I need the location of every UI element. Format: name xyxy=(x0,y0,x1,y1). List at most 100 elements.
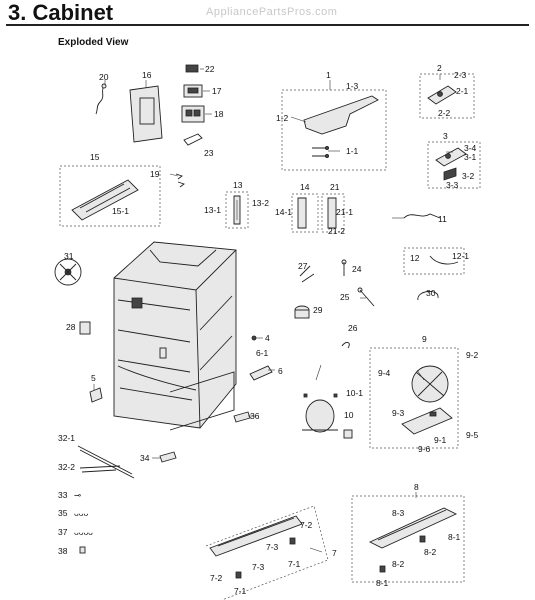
part-7-cover xyxy=(209,515,303,579)
callout-25: 25 xyxy=(340,292,350,302)
watermark: AppliancePartsPros.com xyxy=(206,6,338,18)
callout-9: 9 xyxy=(422,334,427,344)
callout-7-1a: 7-1 xyxy=(288,559,301,569)
section-subtitle: Exploded View xyxy=(58,37,129,48)
callout-9-2: 9-2 xyxy=(466,350,479,360)
callout-14-1: 14-1 xyxy=(275,207,292,217)
title-rule xyxy=(6,24,529,26)
part-14 xyxy=(297,197,307,229)
part-2-hinge xyxy=(427,85,457,105)
callout-28: 28 xyxy=(66,322,76,332)
callout-24: 24 xyxy=(352,264,362,274)
callout-5: 5 xyxy=(91,373,96,383)
callout-6-1: 6-1 xyxy=(256,348,269,358)
callout-9-1: 9-1 xyxy=(434,435,447,445)
callout-15-1: 15-1 xyxy=(112,206,129,216)
callout-9-6: 9-6 xyxy=(418,444,431,454)
part-32-2 xyxy=(79,465,121,473)
callout-2: 2 xyxy=(437,63,442,73)
part-38 xyxy=(79,546,86,554)
callout-26: 26 xyxy=(348,323,358,333)
callout-19: 19 xyxy=(150,169,160,179)
callout-13: 13 xyxy=(233,180,243,190)
part-15-filter xyxy=(71,179,139,221)
part-3-hinge xyxy=(435,147,467,181)
callout-20: 20 xyxy=(99,72,109,82)
callout-13-2: 13-2 xyxy=(252,198,269,208)
part-20-wire xyxy=(95,83,107,115)
part-6-bracket xyxy=(249,365,273,381)
callout-3-4: 3-4 xyxy=(464,143,477,153)
svg-text:ᴗᴗᴗᴗ: ᴗᴗᴗᴗ xyxy=(74,527,93,537)
part-29 xyxy=(294,305,310,319)
callout-21-2: 21-2 xyxy=(328,226,345,236)
callout-21-1: 21-1 xyxy=(336,207,353,217)
callout-18: 18 xyxy=(214,109,224,119)
callout-12-1: 12-1 xyxy=(452,251,469,261)
callout-8-1a: 8-1 xyxy=(448,532,461,542)
leader-lines xyxy=(93,68,453,553)
part-8-cover xyxy=(368,507,458,573)
callout-36: 36 xyxy=(250,411,260,421)
callout-7: 7 xyxy=(332,548,337,558)
callout-3-3: 3-3 xyxy=(446,180,459,190)
callout-8-2b: 8-2 xyxy=(392,559,405,569)
callout-13-1: 13-1 xyxy=(204,205,221,215)
callout-7-3a: 7-3 xyxy=(266,542,279,552)
svg-text:⊸: ⊸ xyxy=(74,490,82,500)
callout-9-3: 9-3 xyxy=(392,408,405,418)
callout-30: 30 xyxy=(426,288,436,298)
part-18 xyxy=(181,105,205,123)
callout-2-2: 2-2 xyxy=(438,108,451,118)
callout-6: 6 xyxy=(278,366,283,376)
callout-16: 16 xyxy=(142,70,152,80)
part-13 xyxy=(233,195,241,225)
callout-8-2a: 8-2 xyxy=(424,547,437,557)
part-24 xyxy=(341,259,347,276)
part-10-compressor xyxy=(302,393,353,439)
callout-1: 1 xyxy=(326,70,331,80)
callout-21: 21 xyxy=(330,182,340,192)
part-25 xyxy=(357,287,375,307)
callout-12: 12 xyxy=(410,253,420,263)
callout-37: 37 xyxy=(58,527,68,537)
callout-17: 17 xyxy=(212,86,222,96)
callout-3: 3 xyxy=(443,131,448,141)
callout-32-2: 32-2 xyxy=(58,462,75,472)
part-35: ᴗᴗᴗ xyxy=(74,508,88,518)
part-28 xyxy=(79,321,91,335)
callout-8: 8 xyxy=(414,482,419,492)
callout-10: 10 xyxy=(344,410,354,420)
part-16-panel xyxy=(129,80,163,143)
part-36 xyxy=(233,411,251,423)
part-26 xyxy=(341,341,350,349)
callout-34: 34 xyxy=(140,453,150,463)
part-12 xyxy=(403,247,465,275)
callout-33: 33 xyxy=(58,490,68,500)
part-22 xyxy=(185,64,199,73)
part-37: ᴗᴗᴗᴗ xyxy=(74,527,93,537)
callout-1-1: 1-1 xyxy=(346,146,359,156)
callout-32-1: 32-1 xyxy=(58,433,75,443)
part-32-1-rail xyxy=(77,445,135,479)
callout-2-1: 2-1 xyxy=(456,86,469,96)
part-27 xyxy=(299,265,315,283)
callout-9-5: 9-5 xyxy=(466,430,479,440)
callout-1-2: 1-2 xyxy=(276,113,289,123)
part-9-assembly xyxy=(401,365,453,435)
part-4 xyxy=(251,335,257,341)
cabinet-body xyxy=(113,241,237,431)
callout-7-3b: 7-3 xyxy=(252,562,265,572)
part-19-clips xyxy=(175,173,185,188)
callout-1-3: 1-3 xyxy=(346,81,359,91)
callout-14: 14 xyxy=(300,182,310,192)
callout-27: 27 xyxy=(298,261,308,271)
part-30 xyxy=(417,291,439,301)
part-17 xyxy=(183,84,203,98)
callout-11: 11 xyxy=(438,214,447,224)
callout-7-1b: 7-1 xyxy=(234,586,247,596)
part-21 xyxy=(327,197,337,229)
part-33: ⊸ xyxy=(74,490,82,500)
callout-35: 35 xyxy=(58,508,68,518)
callout-7-2b: 7-2 xyxy=(210,573,223,583)
